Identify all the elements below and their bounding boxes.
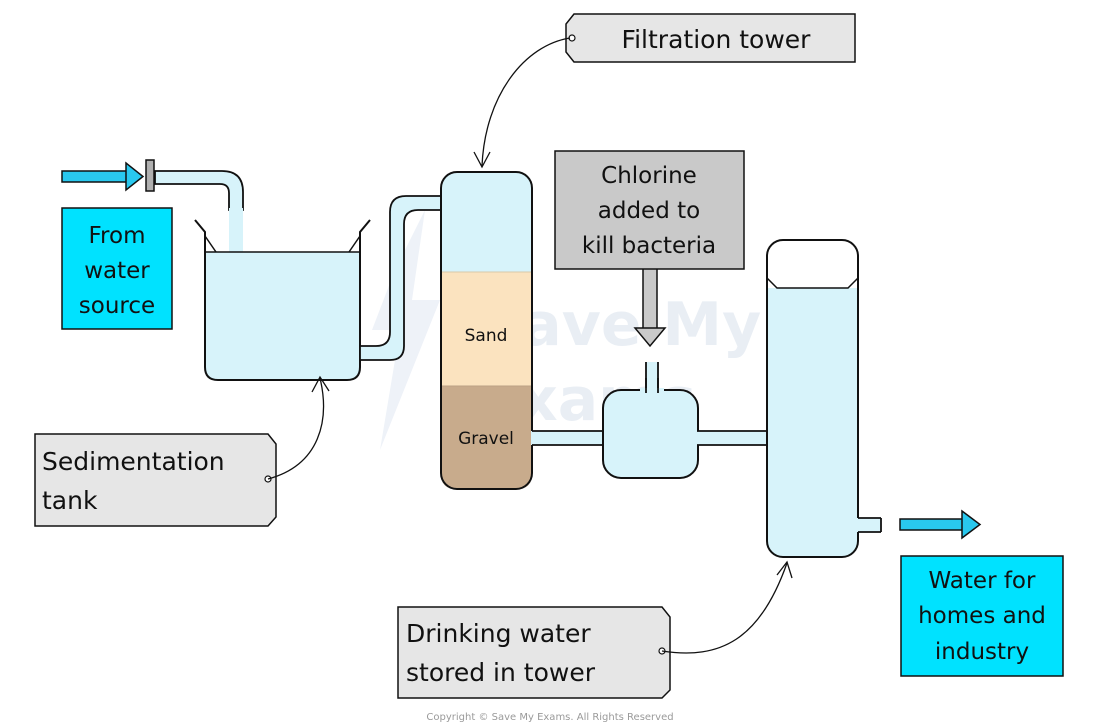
water-for-homes-label-3: industry	[935, 639, 1029, 665]
drinking-water-tag: Drinking water stored in tower	[397, 606, 671, 699]
storage-tower	[766, 239, 859, 558]
water-stream	[229, 208, 243, 252]
drinking-water-label-1: Drinking water	[406, 619, 591, 648]
sedimentation-tank-label-2: tank	[42, 486, 98, 515]
water-for-homes-label-1: Water for	[929, 568, 1036, 594]
sedimentation-tank-pointer	[267, 377, 325, 480]
inlet-arrow	[61, 161, 145, 192]
filtration-tower: Sand Gravel	[440, 171, 533, 490]
water-for-homes-label-2: homes and	[918, 603, 1046, 629]
filtration-tower-pointer	[481, 37, 571, 167]
outlet-arrow	[899, 509, 982, 540]
tower-to-chamber-pipe	[531, 431, 605, 445]
outlet-pipe	[857, 518, 881, 532]
inlet-pipe	[154, 170, 244, 211]
chlorination-chamber	[602, 362, 699, 479]
gravel-label: Gravel	[458, 429, 514, 449]
sedimentation-tank	[194, 219, 371, 381]
water-source-label-3: source	[79, 293, 155, 319]
sand-label: Sand	[465, 326, 508, 346]
filtration-tower-tag: Filtration tower	[565, 13, 856, 63]
chlorine-label-2: added to	[598, 198, 700, 224]
chlorine-arrow	[633, 267, 667, 348]
valve	[145, 159, 155, 192]
drinking-water-pointer	[661, 562, 788, 654]
copyright-text: Copyright © Save My Exams. All Rights Re…	[426, 712, 673, 723]
water-source-label-2: water	[84, 258, 150, 284]
chlorine-box	[554, 150, 745, 270]
chlorine-label-3: kill bacteria	[582, 233, 716, 259]
tank-to-tower-pipe	[359, 195, 444, 361]
filtration-tower-label: Filtration tower	[622, 25, 812, 54]
water-source-box	[61, 207, 173, 330]
sedimentation-tank-tag: Sedimentation tank	[34, 433, 277, 527]
water-for-homes-box	[900, 555, 1064, 677]
drinking-water-label-2: stored in tower	[406, 658, 596, 687]
chlorine-label-1: Chlorine	[601, 163, 697, 189]
chamber-to-storage-pipe	[697, 431, 767, 445]
sedimentation-tank-label-1: Sedimentation	[42, 447, 225, 476]
water-source-label-1: From	[89, 223, 146, 249]
